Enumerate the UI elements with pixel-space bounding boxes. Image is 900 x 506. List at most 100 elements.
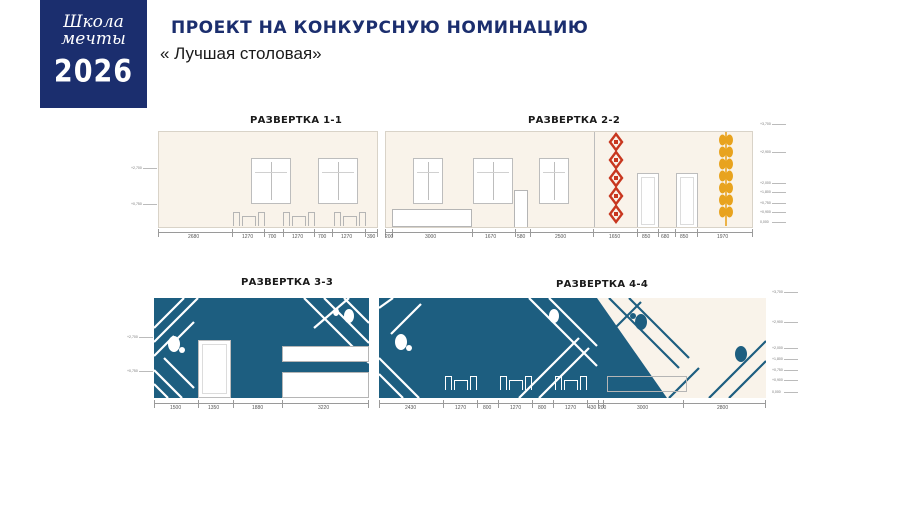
dimension-label: 1270 bbox=[292, 234, 304, 240]
logo-line-1: Школа bbox=[63, 12, 124, 32]
dimension-label: 1650 bbox=[609, 234, 621, 240]
table bbox=[242, 216, 256, 226]
dimension-line-2-2: 200 3000 1670 580 2500 1650 850 680 850 … bbox=[385, 229, 753, 240]
elevation-title-2-2: РАЗВЕРТКА 2-2 bbox=[528, 115, 621, 126]
school-logo: Школа мечты 2026 bbox=[40, 0, 147, 108]
table bbox=[292, 216, 306, 226]
chair bbox=[555, 376, 562, 390]
dimension-label: 3000 bbox=[425, 234, 437, 240]
level-mark: +1,800 bbox=[760, 190, 786, 194]
chair bbox=[470, 376, 477, 390]
level-mark: 0,000 bbox=[760, 220, 786, 224]
door bbox=[198, 340, 231, 398]
chair bbox=[258, 212, 265, 226]
dimension-label: 1670 bbox=[485, 234, 497, 240]
dimension-label: 3220 bbox=[318, 405, 330, 411]
table bbox=[454, 380, 468, 390]
page-subtitle: « Лучшая столовая» bbox=[160, 44, 322, 63]
dimension-line-4-4: 2430 1270 800 1270 800 1270 430 200 3000… bbox=[379, 400, 766, 411]
window bbox=[539, 158, 569, 204]
level-mark: +2,900 bbox=[772, 320, 798, 324]
dimension-line-3-3: 1500 1350 1880 3220 bbox=[154, 400, 369, 411]
dimension-label: 1270 bbox=[510, 405, 522, 411]
door bbox=[637, 173, 659, 227]
level-mark: +0,750 bbox=[772, 368, 798, 372]
level-mark: 0,000 bbox=[772, 390, 798, 394]
dimension-label: 1500 bbox=[170, 405, 182, 411]
dimension-line-1-1: 2680 1270 700 1270 700 1270 390 bbox=[158, 229, 378, 240]
dimension-label: 3000 bbox=[637, 405, 649, 411]
wall-elevation-2-2 bbox=[385, 131, 753, 228]
dimension-label: 1350 bbox=[208, 405, 220, 411]
chair bbox=[308, 212, 315, 226]
dimension-label: 390 bbox=[367, 234, 376, 240]
logo-year: 2026 bbox=[53, 53, 134, 90]
dimension-label: 850 bbox=[680, 234, 689, 240]
dimension-label: 1270 bbox=[565, 405, 577, 411]
dimension-label: 1270 bbox=[242, 234, 254, 240]
level-mark: +2,000 bbox=[772, 346, 798, 350]
dimension-label: 850 bbox=[642, 234, 651, 240]
cabinet bbox=[514, 190, 528, 227]
elevation-title-1-1: РАЗВЕРТКА 1-1 bbox=[250, 115, 343, 126]
chair bbox=[233, 212, 240, 226]
level-mark: +3,700 bbox=[760, 122, 786, 126]
window bbox=[251, 158, 291, 204]
dimension-label: 800 bbox=[483, 405, 492, 411]
dimension-label: 680 bbox=[661, 234, 670, 240]
table bbox=[343, 216, 357, 226]
folk-pattern-right bbox=[379, 298, 766, 398]
dimension-label: 580 bbox=[517, 234, 526, 240]
counter bbox=[607, 376, 687, 392]
chair bbox=[500, 376, 507, 390]
level-mark: +2,900 bbox=[760, 150, 786, 154]
elevation-title-3-3: РАЗВЕРТКА 3-3 bbox=[241, 277, 334, 288]
level-mark: +0,900 bbox=[772, 378, 798, 382]
dimension-label: 2680 bbox=[188, 234, 200, 240]
wall-elevation-3-3 bbox=[154, 298, 369, 398]
dimension-label: 800 bbox=[538, 405, 547, 411]
chair bbox=[334, 212, 341, 226]
level-mark: +1,800 bbox=[772, 357, 798, 361]
chair bbox=[445, 376, 452, 390]
dimension-label: 2500 bbox=[555, 234, 567, 240]
wall-elevation-1-1 bbox=[158, 131, 378, 228]
serving-counter bbox=[282, 372, 369, 398]
level-mark: +2,700 bbox=[131, 166, 157, 170]
level-mark: +0,900 bbox=[760, 210, 786, 214]
dimension-label: 1270 bbox=[341, 234, 353, 240]
table bbox=[509, 380, 523, 390]
wall-corner-line bbox=[594, 132, 595, 227]
window bbox=[318, 158, 358, 204]
dimension-label: 200 bbox=[598, 405, 607, 411]
dimension-label: 430 bbox=[588, 405, 597, 411]
wheat-ornament bbox=[719, 132, 733, 226]
dimension-label: 200 bbox=[385, 234, 394, 240]
level-mark: +2,000 bbox=[760, 181, 786, 185]
chair bbox=[283, 212, 290, 226]
dimension-label: 2800 bbox=[717, 405, 729, 411]
chair bbox=[580, 376, 587, 390]
table bbox=[564, 380, 578, 390]
dimension-label: 1270 bbox=[455, 405, 467, 411]
dimension-label: 700 bbox=[318, 234, 327, 240]
dimension-label: 700 bbox=[268, 234, 277, 240]
level-mark: +0,750 bbox=[131, 202, 157, 206]
chair bbox=[359, 212, 366, 226]
elevation-title-4-4: РАЗВЕРТКА 4-4 bbox=[556, 279, 649, 290]
dimension-label: 2430 bbox=[405, 405, 417, 411]
level-mark: +3,700 bbox=[772, 290, 798, 294]
logo-line-2: мечты bbox=[61, 29, 126, 49]
folk-pattern-left bbox=[154, 298, 369, 398]
dimension-label: 1880 bbox=[252, 405, 264, 411]
window bbox=[473, 158, 513, 204]
dimension-label: 1970 bbox=[717, 234, 729, 240]
serving-counter-top bbox=[282, 346, 369, 362]
level-mark: +2,700 bbox=[127, 335, 153, 339]
door bbox=[676, 173, 698, 227]
level-mark: +0,750 bbox=[760, 201, 786, 205]
window bbox=[413, 158, 443, 204]
wall-elevation-4-4 bbox=[379, 298, 766, 398]
counter bbox=[392, 209, 472, 227]
chair bbox=[525, 376, 532, 390]
